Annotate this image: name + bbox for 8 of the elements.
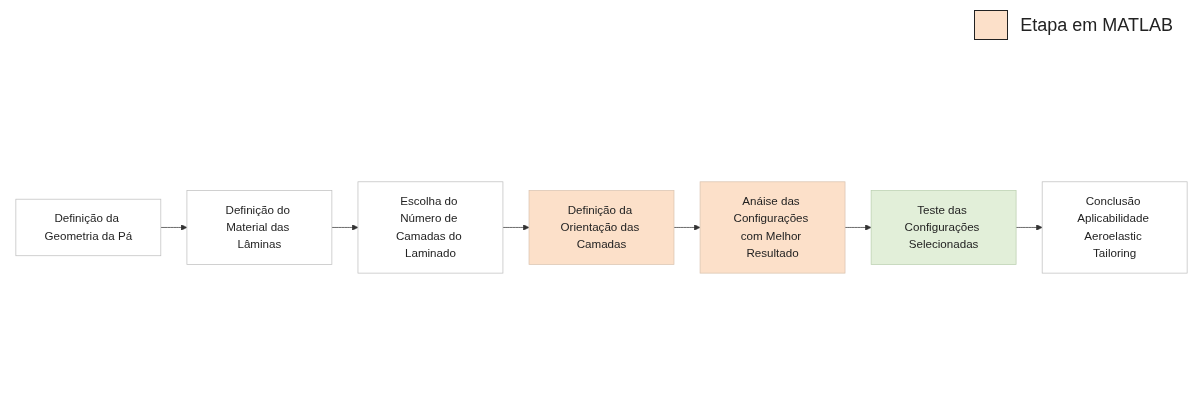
legend-label: Etapa em MATLAB	[1020, 14, 1173, 36]
node-box: Escolha do Número de Camadas do Laminado	[357, 181, 504, 274]
node-box: Anáise das Configurações com Melhor Resultado	[699, 181, 846, 274]
node-box: Definição da Orientação das Camadas	[528, 190, 675, 265]
node-box: Conclusão Aplicabilidade Aeroelastic Tailoring	[1041, 181, 1188, 274]
node-box: Teste das Configurações Selecionadas	[870, 190, 1017, 265]
node-box: Definição da Geometria da Pá	[15, 198, 162, 257]
node-box: Definição do Material das Lâminas	[186, 190, 333, 265]
